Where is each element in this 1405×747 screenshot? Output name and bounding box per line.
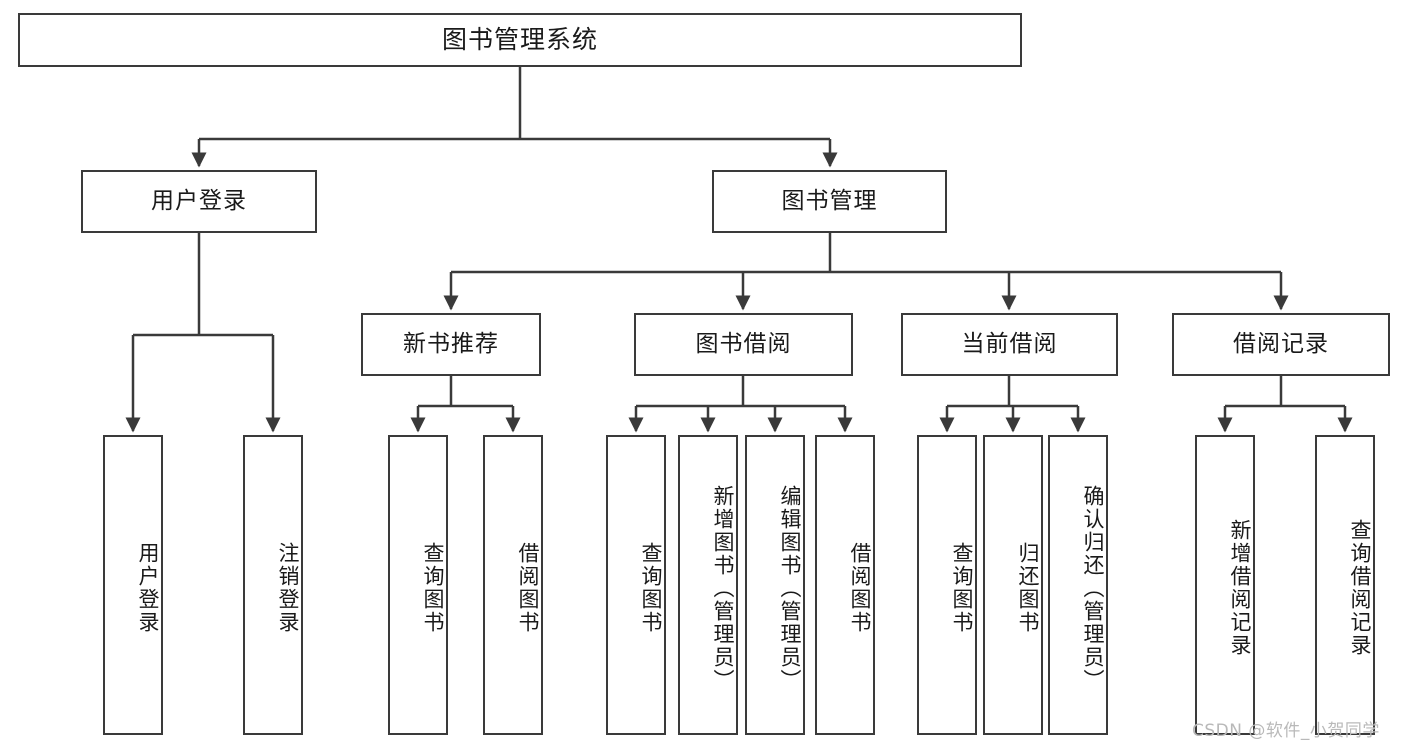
node-leaf-confirm-return-label: 确认归还（管理员） <box>1081 484 1105 692</box>
node-leaf-query-book-2-label: 查询图书 <box>639 542 663 634</box>
node-user-login[interactable]: 用户登录 <box>81 170 317 233</box>
node-book-manage[interactable]: 图书管理 <box>712 170 947 233</box>
node-leaf-query-book-3-label: 查询图书 <box>950 542 974 634</box>
node-leaf-borrow-book-2[interactable]: 借阅图书 <box>815 435 875 735</box>
node-leaf-confirm-return[interactable]: 确认归还（管理员） <box>1048 435 1108 735</box>
node-leaf-user-login-label: 用户登录 <box>136 542 160 634</box>
node-leaf-borrow-book-1-label: 借阅图书 <box>516 542 540 634</box>
node-leaf-user-logout-label: 注销登录 <box>276 542 300 634</box>
node-leaf-edit-book[interactable]: 编辑图书（管理员） <box>745 435 805 735</box>
node-leaf-add-book[interactable]: 新增图书（管理员） <box>678 435 738 735</box>
node-leaf-borrow-book-2-label: 借阅图书 <box>848 542 872 634</box>
node-root[interactable]: 图书管理系统 <box>18 13 1022 67</box>
node-leaf-return-book[interactable]: 归还图书 <box>983 435 1043 735</box>
node-borrow-record-label: 借阅记录 <box>1233 330 1329 357</box>
node-leaf-query-book-1[interactable]: 查询图书 <box>388 435 448 735</box>
node-new-book-recommend-label: 新书推荐 <box>403 330 499 357</box>
node-leaf-user-logout[interactable]: 注销登录 <box>243 435 303 735</box>
node-leaf-add-book-label: 新增图书（管理员） <box>711 484 735 692</box>
csdn-watermark: CSDN @软件_小贺同学 <box>1192 721 1380 741</box>
node-leaf-borrow-book-1[interactable]: 借阅图书 <box>483 435 543 735</box>
node-leaf-query-book-1-label: 查询图书 <box>421 542 445 634</box>
node-current-borrow[interactable]: 当前借阅 <box>901 313 1118 376</box>
node-leaf-user-login[interactable]: 用户登录 <box>103 435 163 735</box>
node-borrow-record[interactable]: 借阅记录 <box>1172 313 1390 376</box>
node-leaf-return-book-label: 归还图书 <box>1016 542 1040 634</box>
node-leaf-add-record-label: 新增借阅记录 <box>1228 519 1252 657</box>
node-book-manage-label: 图书管理 <box>781 187 878 214</box>
node-user-login-label: 用户登录 <box>151 187 247 214</box>
node-leaf-query-book-2[interactable]: 查询图书 <box>606 435 666 735</box>
node-leaf-query-book-3[interactable]: 查询图书 <box>917 435 977 735</box>
node-current-borrow-label: 当前借阅 <box>961 330 1058 357</box>
node-root-label: 图书管理系统 <box>441 25 598 54</box>
node-new-book-recommend[interactable]: 新书推荐 <box>361 313 541 376</box>
node-leaf-edit-book-label: 编辑图书（管理员） <box>778 484 802 692</box>
node-book-borrow[interactable]: 图书借阅 <box>634 313 853 376</box>
node-leaf-add-record[interactable]: 新增借阅记录 <box>1195 435 1255 735</box>
node-leaf-query-record[interactable]: 查询借阅记录 <box>1315 435 1375 735</box>
node-book-borrow-label: 图书借阅 <box>695 330 792 357</box>
node-leaf-query-record-label: 查询借阅记录 <box>1348 519 1372 657</box>
